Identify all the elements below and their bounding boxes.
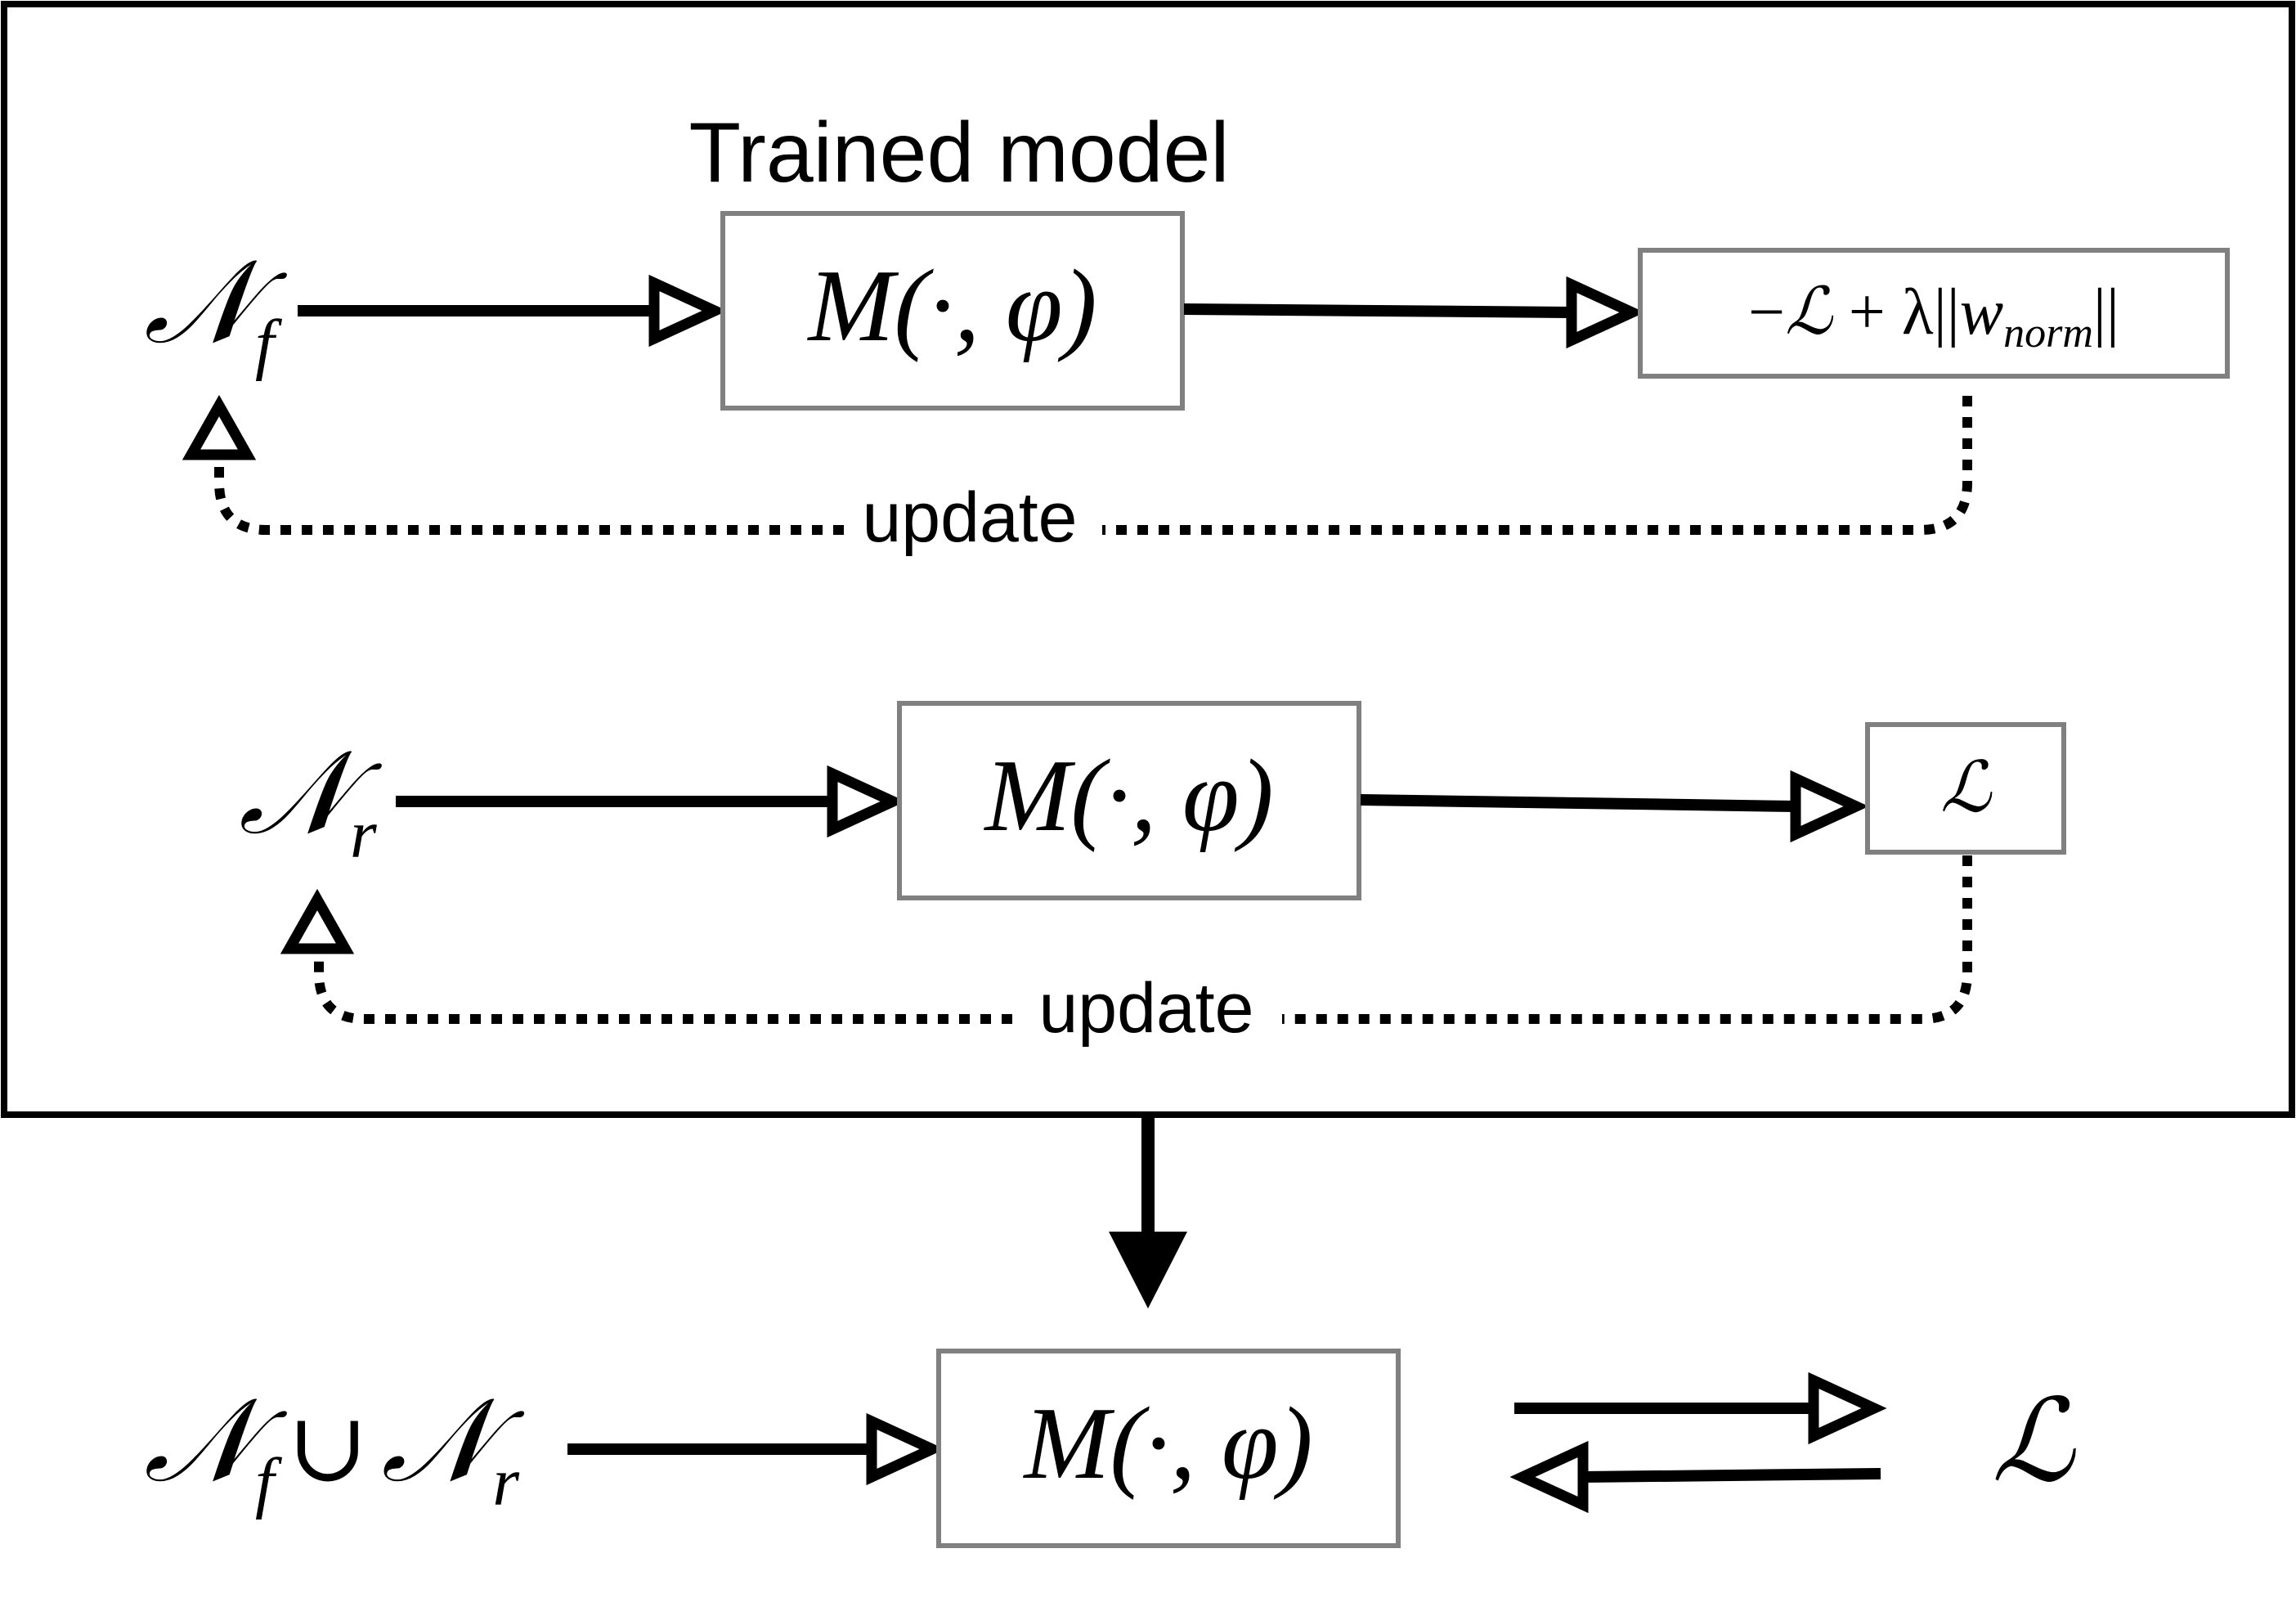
model-box-union bbox=[936, 1349, 1401, 1548]
retain-loss-box bbox=[1865, 722, 2066, 855]
retain-output-arrowhead bbox=[1790, 770, 1869, 843]
retain-set-label: 𝒩r bbox=[239, 729, 383, 873]
forget-loss-bars-close: || bbox=[2093, 276, 2119, 348]
model-label-retain: M(·, φ) bbox=[983, 739, 1273, 853]
forget-loss-symbol: ℒ bbox=[1785, 276, 1833, 348]
stage-transition-arrowhead bbox=[1109, 1232, 1187, 1309]
forget-loss-expression: −ℒ + λ||wnorm|| bbox=[1748, 276, 2119, 357]
forget-loss-w: w bbox=[1960, 276, 2003, 348]
forget-update-arrowhead bbox=[182, 394, 257, 460]
retain-update-path-right bbox=[1282, 855, 1972, 1024]
retain-output-arrow-line bbox=[1360, 794, 1796, 812]
forward-arrowhead bbox=[1808, 1371, 1887, 1445]
forget-loss-minus: − bbox=[1748, 276, 1785, 348]
union-input-arrowhead bbox=[866, 1412, 945, 1486]
forget-loss-w-subscript: norm bbox=[2003, 310, 2093, 357]
forget-set-subscript: f bbox=[255, 306, 283, 382]
backward-arrow-line bbox=[1582, 1468, 1881, 1483]
retain-update-arrowhead bbox=[280, 888, 355, 954]
forget-update-path-right bbox=[1102, 396, 1972, 535]
retain-set-subscript: r bbox=[350, 797, 377, 873]
forget-loss-bars-open: || bbox=[1934, 276, 1960, 348]
model-label-forget: M(·, φ) bbox=[806, 249, 1096, 363]
forget-loss-box bbox=[1638, 248, 2230, 379]
forget-set-label: 𝒩f bbox=[144, 238, 288, 382]
forget-output-arrow-line bbox=[1183, 303, 1572, 318]
retain-update-label: update bbox=[1038, 969, 1253, 1048]
trained-model-frame bbox=[1, 1, 2295, 1118]
forget-output-arrowhead bbox=[1566, 276, 1645, 349]
union-right-subscript: r bbox=[492, 1444, 519, 1520]
union-left-subscript: f bbox=[255, 1444, 283, 1520]
forget-input-arrowhead bbox=[648, 274, 728, 348]
backward-arrowhead bbox=[1509, 1440, 1589, 1514]
retain-loss-symbol: ℒ bbox=[1940, 748, 1993, 827]
forget-update-label: update bbox=[862, 478, 1077, 557]
model-label-union: M(·, φ) bbox=[1022, 1387, 1312, 1501]
final-loss-symbol: ℒ bbox=[1992, 1379, 2077, 1506]
model-box-retain bbox=[897, 701, 1361, 900]
forget-loss-lambda: λ bbox=[1902, 276, 1934, 348]
retain-update-path-left bbox=[314, 949, 1012, 1024]
trained-model-title: Trained model bbox=[689, 105, 1230, 200]
forget-update-path-left bbox=[214, 458, 844, 535]
model-box-forget bbox=[720, 211, 1185, 411]
retain-input-arrowhead bbox=[827, 765, 906, 838]
union-set-label: 𝒩f∪𝒩r bbox=[144, 1376, 525, 1520]
forget-loss-plus: + bbox=[1832, 276, 1902, 348]
union-operator: ∪ bbox=[287, 1394, 368, 1502]
